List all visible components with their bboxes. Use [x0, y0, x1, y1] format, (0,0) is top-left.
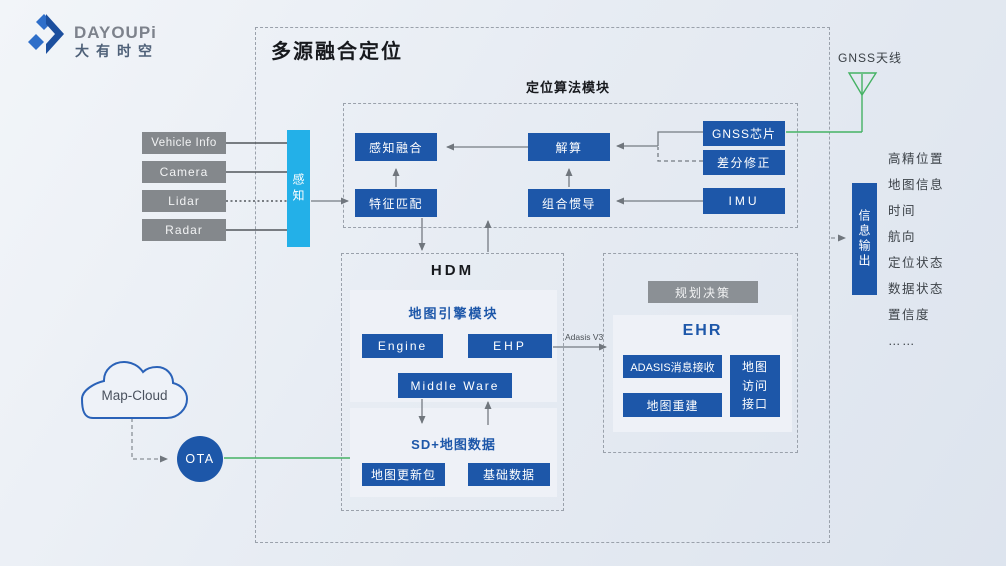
output-item: 时间: [888, 204, 917, 218]
sensor-radar: Radar: [142, 219, 226, 241]
gnss-antenna-icon: [847, 72, 878, 97]
node-integrated-nav: 组合惯导: [528, 189, 610, 217]
outer-frame: [255, 27, 830, 543]
map-cloud-label: Map-Cloud: [101, 388, 168, 403]
output-list: 高精位置 地图信息 时间 航向 定位状态 数据状态 置信度 ……: [888, 146, 944, 354]
node-solver: 解算: [528, 133, 610, 161]
output-item: 地图信息: [888, 178, 945, 192]
node-imu: IMU: [703, 188, 785, 214]
info-output-bus: 信息输出: [852, 183, 877, 295]
hdm-title: HDM: [430, 262, 475, 279]
ehr-title: EHR: [682, 322, 723, 339]
hdm-frame: [341, 253, 564, 511]
output-item: 高精位置: [888, 152, 945, 166]
node-perception-fusion: 感知融合: [355, 133, 437, 161]
node-ehp: EHP: [468, 334, 552, 358]
sensor-camera: Camera: [142, 161, 226, 183]
diagram-title: 多源融合定位: [271, 41, 403, 63]
ota-node: OTA: [177, 436, 223, 482]
output-item: 数据状态: [888, 282, 945, 296]
brand-name-en: DAYOUPi: [74, 23, 157, 42]
algorithm-module-title: 定位算法模块: [525, 80, 610, 95]
ehr-frame: [603, 253, 798, 453]
node-planning-decision: 规划决策: [648, 281, 758, 303]
node-map-access-interface: 地图 访问 接口: [730, 355, 780, 417]
node-diff-correction: 差分修正: [703, 150, 785, 175]
output-item: 航向: [888, 230, 917, 244]
adasis-v3-label: Adasis V3: [565, 332, 604, 342]
sensor-lidar: Lidar: [142, 190, 226, 212]
dayoupi-logo-icon: [28, 14, 64, 54]
map-engine-title: 地图引擎模块: [408, 306, 499, 321]
node-base-data: 基础数据: [468, 463, 550, 486]
node-adasis-receive: ADASIS消息接收: [623, 355, 722, 378]
node-gnss-chip: GNSS芯片: [703, 121, 785, 146]
node-feature-match: 特征匹配: [355, 189, 437, 217]
node-engine: Engine: [362, 334, 443, 358]
output-item: 置信度: [888, 308, 931, 322]
node-map-update-pack: 地图更新包: [362, 463, 445, 486]
node-middleware: Middle Ware: [398, 373, 512, 398]
node-map-rebuild: 地图重建: [623, 393, 722, 417]
gnss-antenna-label: GNSS天线: [838, 51, 903, 65]
sd-map-data-title: SD+地图数据: [411, 437, 496, 452]
perception-bus: 感知: [287, 130, 310, 247]
brand-name-cn: 大有时空: [75, 43, 159, 59]
output-item: ……: [888, 334, 916, 348]
output-item: 定位状态: [888, 256, 945, 270]
algorithm-module-frame: [343, 103, 798, 228]
sensor-vehicle-info: Vehicle Info: [142, 132, 226, 154]
